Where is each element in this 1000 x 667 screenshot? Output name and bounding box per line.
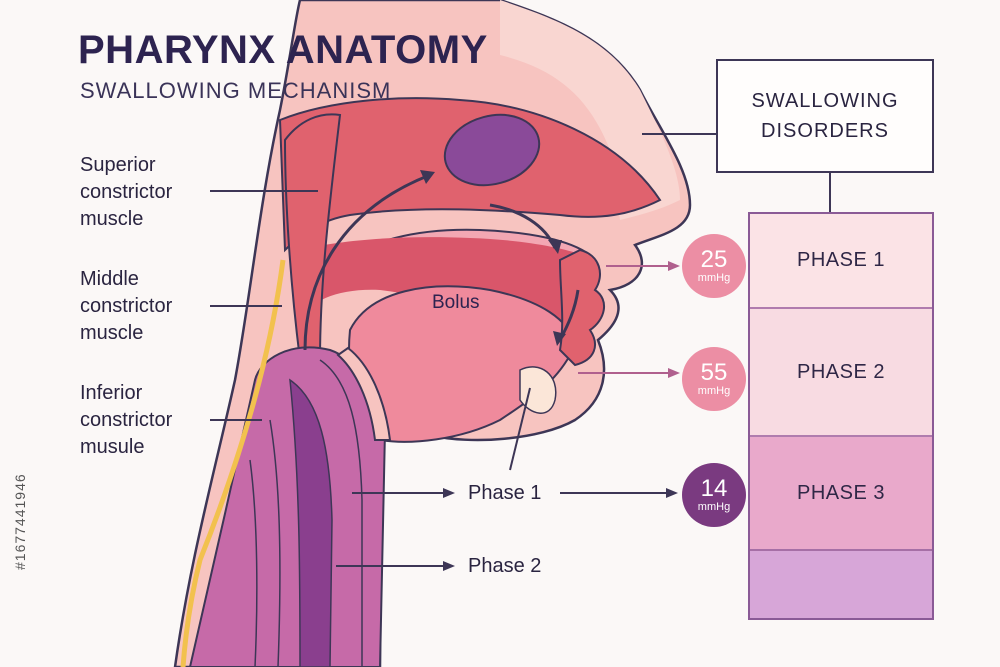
label-inferior-constrictor: Inferior constrictor musule	[80, 380, 172, 461]
label-phase-1: Phase 1	[468, 482, 541, 505]
pressure-badge-3: 14 mmHg	[682, 463, 746, 527]
phase-row-3: PHASE 3	[750, 437, 932, 551]
page-subtitle: SWALLOWING MECHANISM	[80, 78, 391, 104]
phase-row-1: PHASE 1	[750, 214, 932, 309]
phase-row-4	[750, 551, 932, 618]
swallowing-disorders-box: SWALLOWING DISORDERS	[716, 59, 934, 173]
stock-id-watermark: #1677441946	[12, 473, 28, 570]
pressure-badge-1: 25 mmHg	[682, 234, 746, 298]
phase-table: PHASE 1 PHASE 2 PHASE 3	[748, 212, 934, 620]
label-superior-constrictor: Superior constrictor muscle	[80, 152, 172, 233]
label-bolus: Bolus	[432, 292, 480, 314]
label-middle-constrictor: Middle constrictor muscle	[80, 266, 172, 347]
pressure-badge-2: 55 mmHg	[682, 347, 746, 411]
phase-row-2: PHASE 2	[750, 309, 932, 437]
label-phase-2: Phase 2	[468, 555, 541, 578]
page-title: PHARYNX ANATOMY	[78, 28, 488, 73]
